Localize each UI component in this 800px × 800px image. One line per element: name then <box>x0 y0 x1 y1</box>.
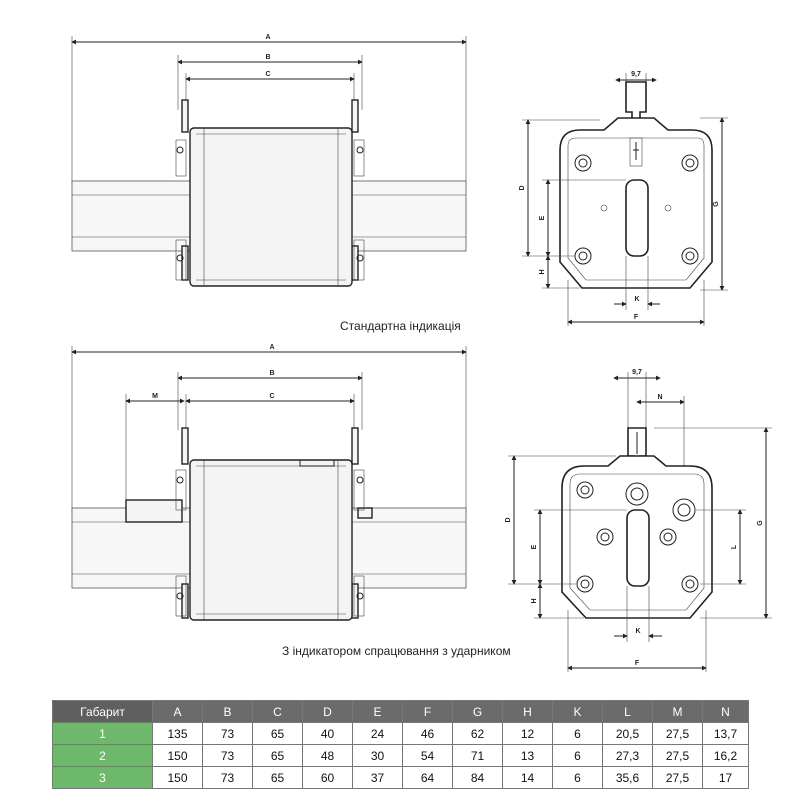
side-view-striker: A B C M <box>71 344 467 621</box>
technical-drawing: A B C Стандартна індикація <box>71 34 772 672</box>
dim-label-h-2: H <box>531 598 538 603</box>
caption-striker: З індикатором спрацювання з ударником <box>282 644 511 658</box>
dim-label-g-2: G <box>757 520 764 526</box>
table-cell: 24 <box>352 722 403 745</box>
dim-label-k: K <box>634 296 639 303</box>
column-header: Габарит <box>52 700 153 723</box>
dimensions-table: Габарит A B C D E F G H K L M N 1 135 73… <box>52 700 749 789</box>
table-cell: 46 <box>402 722 453 745</box>
table-cell: 54 <box>402 744 453 767</box>
table-cell: 71 <box>452 744 503 767</box>
table-cell: 48 <box>302 744 353 767</box>
dim-label-a: A <box>265 34 270 41</box>
dim-label-m: M <box>152 393 158 400</box>
column-header: E <box>352 700 403 723</box>
table-cell: 1 <box>52 722 153 745</box>
table-cell: 6 <box>552 744 603 767</box>
dim-label-c: C <box>265 71 270 78</box>
dim-label-n: N <box>657 394 662 401</box>
dim-label-e-2: E <box>531 544 538 549</box>
table-cell: 40 <box>302 722 353 745</box>
table-cell: 27,5 <box>652 744 703 767</box>
table-row: 1 135 73 65 40 24 46 62 12 6 20,5 27,5 1… <box>52 722 749 745</box>
table-cell: 65 <box>252 722 303 745</box>
table-cell: 65 <box>252 744 303 767</box>
table-cell: 60 <box>302 766 353 789</box>
dim-label-l: L <box>731 544 738 549</box>
table-cell: 84 <box>452 766 503 789</box>
table-row: 2 150 73 65 48 30 54 71 13 6 27,3 27,5 1… <box>52 744 749 767</box>
dim-label-g: G <box>713 201 720 207</box>
table-cell: 27,5 <box>652 766 703 789</box>
table-cell: 73 <box>202 744 253 767</box>
front-view-striker: 9,7 N D E H <box>505 369 772 672</box>
table-row: 3 150 73 65 60 37 64 84 14 6 35,6 27,5 1… <box>52 766 749 789</box>
caption-standard: Стандартна індикація <box>340 319 461 333</box>
table-cell: 73 <box>202 766 253 789</box>
side-view-standard: A B C <box>71 34 467 287</box>
table-cell: 6 <box>552 722 603 745</box>
dim-label-c-2: C <box>269 393 274 400</box>
table-cell: 37 <box>352 766 403 789</box>
table-cell: 150 <box>152 766 203 789</box>
table-cell: 64 <box>402 766 453 789</box>
column-header: L <box>602 700 653 723</box>
column-header: K <box>552 700 603 723</box>
dim-label-b: B <box>265 54 270 61</box>
table-cell: 17 <box>702 766 749 789</box>
column-header: F <box>402 700 453 723</box>
table-cell: 135 <box>152 722 203 745</box>
column-header: H <box>502 700 553 723</box>
table-cell: 13 <box>502 744 553 767</box>
dim-label-f-2: F <box>635 660 640 667</box>
dim-label-slot: 9,7 <box>631 71 641 78</box>
dim-label-d: D <box>519 185 526 190</box>
table-cell: 12 <box>502 722 553 745</box>
dim-label-k-2: K <box>635 628 640 635</box>
column-header: B <box>202 700 253 723</box>
column-header: C <box>252 700 303 723</box>
dim-label-b-2: B <box>269 370 274 377</box>
dim-label-slot-2: 9,7 <box>632 369 642 376</box>
column-header: N <box>702 700 749 723</box>
column-header: G <box>452 700 503 723</box>
dim-label-h: H <box>539 269 546 274</box>
table-cell: 65 <box>252 766 303 789</box>
table-cell: 27,5 <box>652 722 703 745</box>
table-cell: 16,2 <box>702 744 749 767</box>
table-cell: 150 <box>152 744 203 767</box>
column-header: M <box>652 700 703 723</box>
front-view-standard: 9,7 D E H G <box>519 71 728 326</box>
column-header: D <box>302 700 353 723</box>
table-cell: 2 <box>52 744 153 767</box>
table-cell: 62 <box>452 722 503 745</box>
table-cell: 6 <box>552 766 603 789</box>
table-cell: 3 <box>52 766 153 789</box>
column-header: A <box>152 700 203 723</box>
table-cell: 73 <box>202 722 253 745</box>
table-cell: 20,5 <box>602 722 653 745</box>
dim-label-d-2: D <box>505 517 512 522</box>
table-cell: 14 <box>502 766 553 789</box>
table-cell: 35,6 <box>602 766 653 789</box>
table-cell: 13,7 <box>702 722 749 745</box>
dim-label-a-2: A <box>269 344 274 351</box>
table-cell: 27,3 <box>602 744 653 767</box>
table-header-row: Габарит A B C D E F G H K L M N <box>52 700 749 723</box>
dim-label-e: E <box>539 215 546 220</box>
table-cell: 30 <box>352 744 403 767</box>
dim-label-f: F <box>634 314 639 321</box>
